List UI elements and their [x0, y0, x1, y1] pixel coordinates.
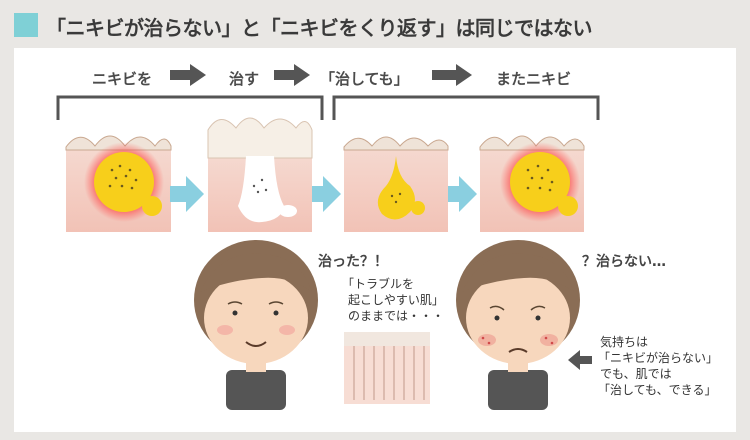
step-arrow-3: [432, 64, 472, 86]
flow-arrow-2: [307, 176, 341, 212]
page-title: 「ニキビが治らない」と「ニキビをくり返す」は同じではない: [46, 16, 593, 40]
step-label-4: またニキビ: [496, 70, 572, 88]
person-smiling: [194, 240, 318, 410]
flow-arrow-3: [443, 176, 477, 212]
person-sad: [456, 240, 580, 410]
note-right-line-2: 「ニキビが治らない」: [598, 351, 719, 365]
skin-panel-1: [65, 135, 172, 232]
step-arrow-1: [170, 64, 206, 86]
title-accent-square: [14, 13, 38, 37]
skin-panel-4: [479, 135, 585, 232]
note-right-line-1: 気持ちは: [600, 335, 649, 349]
speech-left: 治った？！: [318, 254, 388, 270]
skin-panel-2: [207, 117, 313, 232]
note-right-line-3: でも、肌では: [600, 367, 672, 381]
step-label-2: 治す: [229, 70, 260, 88]
flow-arrow-1: [170, 176, 204, 212]
note-left-line-2: 起こしやすい肌」: [348, 293, 444, 307]
note-left-line-1: 「トラブルを: [342, 277, 415, 291]
skin-panel-3: [343, 136, 449, 232]
bracket-left: [56, 95, 324, 120]
pointer-arrow: [568, 350, 592, 370]
bracket-right: [332, 95, 600, 120]
title-bar: 「ニキビが治らない」と「ニキビをくり返す」は同じではない: [14, 10, 744, 40]
step-label-3: 「治しても」: [320, 70, 409, 88]
step-arrow-2: [274, 64, 310, 86]
note-left-line-3: のままでは・・・: [348, 309, 445, 323]
speech-right: ？治らない…: [582, 254, 666, 270]
note-right-line-4: 「治しても、できる」: [598, 383, 717, 397]
skin-section-illustration: [344, 332, 430, 404]
step-label-1: ニキビを: [92, 70, 153, 88]
